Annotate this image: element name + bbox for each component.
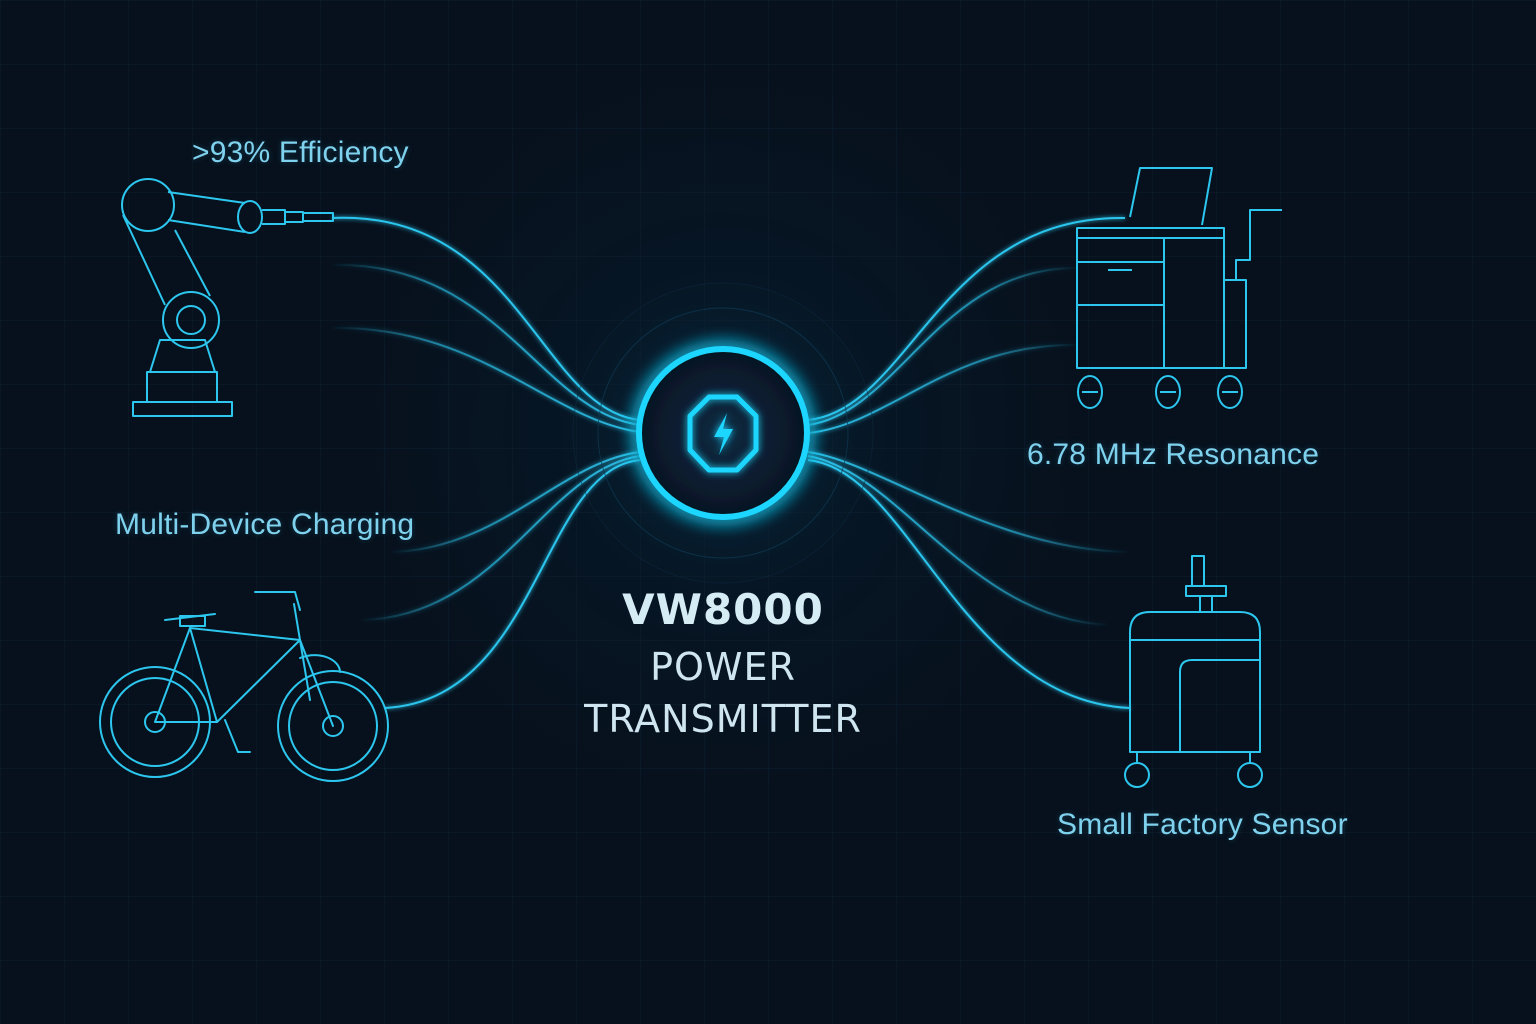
resonance-label: 6.78 MHz Resonance — [1027, 438, 1320, 471]
factory-sensor-label: Small Factory Sensor — [1057, 808, 1348, 841]
device-name: VW8000 — [622, 585, 824, 634]
multi-device-label: Multi-Device Charging — [115, 508, 415, 541]
link-medical-cart — [807, 216, 1126, 421]
link-factory-sensor — [807, 459, 1131, 709]
device-subtitle-line2: TRANSMITTER — [584, 697, 862, 741]
lightning-bolt-icon — [687, 394, 759, 473]
link-bicycle — [384, 459, 641, 709]
link-robot-arm — [331, 216, 641, 421]
device-subtitle-line1: POWER — [650, 645, 796, 689]
efficiency-label: >93% Efficiency — [192, 136, 409, 169]
